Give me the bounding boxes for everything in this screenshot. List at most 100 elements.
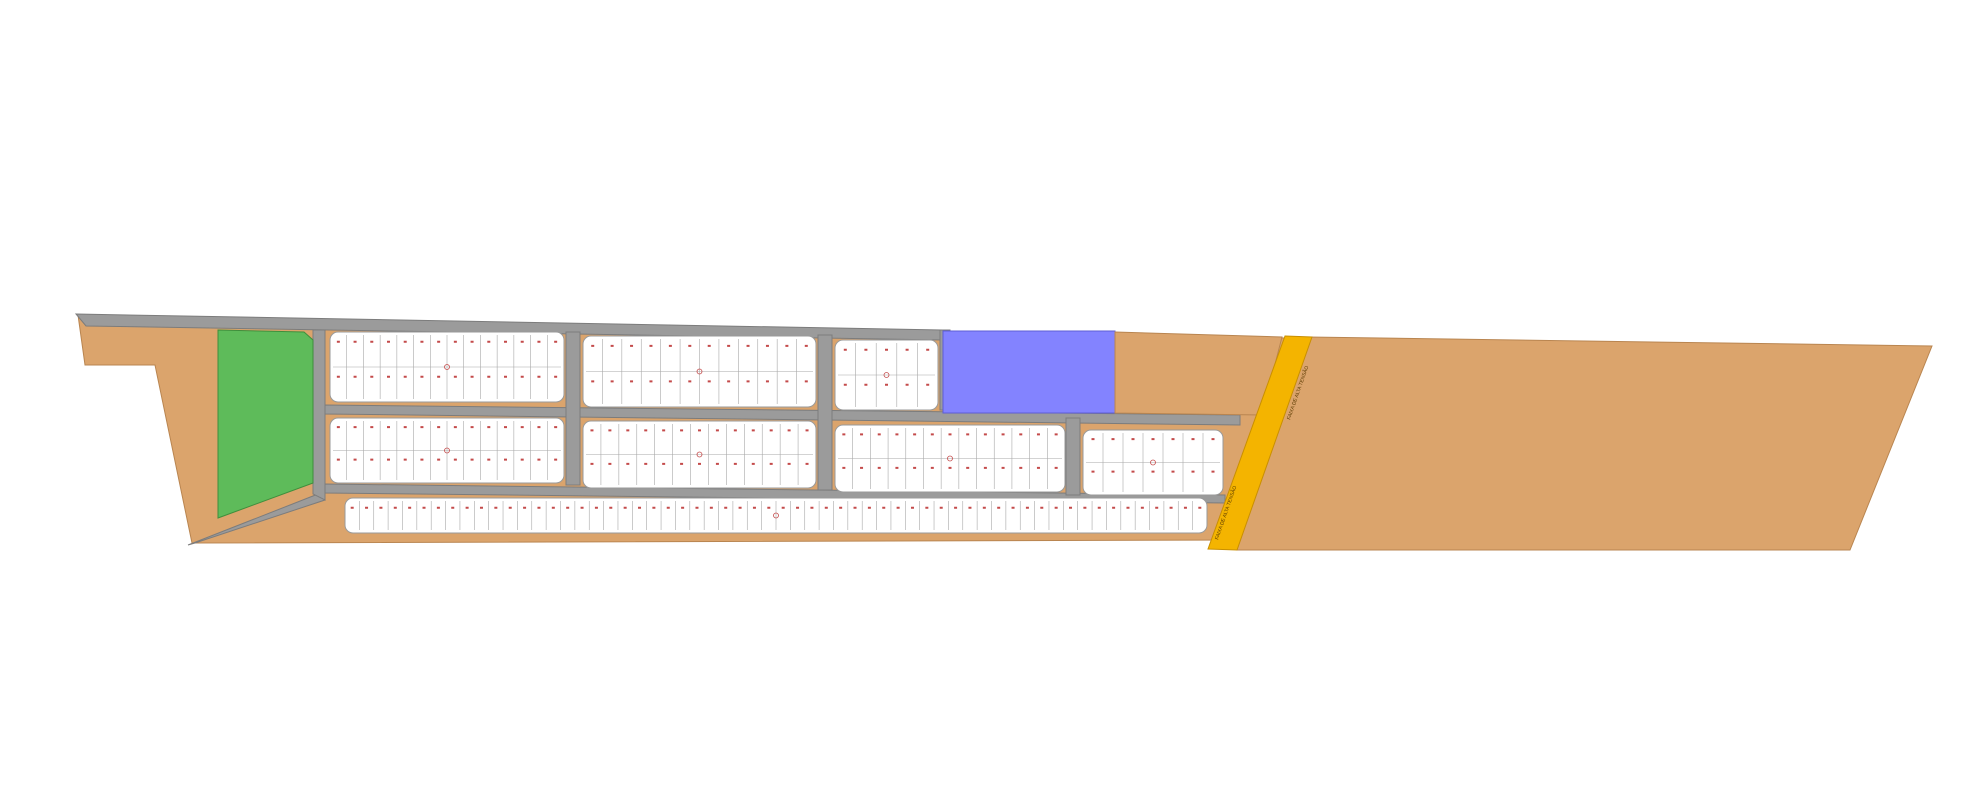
lot-marker: [336, 375, 340, 378]
lot-marker: [370, 375, 374, 378]
lot-marker: [1040, 506, 1044, 509]
lot-marker: [626, 462, 630, 465]
lot-marker: [983, 466, 987, 469]
lot-block: [329, 331, 565, 403]
lot-marker: [824, 506, 828, 509]
lot-marker: [1091, 438, 1095, 441]
lot-marker: [864, 348, 868, 351]
lot-marker: [926, 383, 930, 386]
lot-marker: [537, 426, 541, 429]
lot-marker: [610, 380, 614, 383]
lot-marker: [930, 433, 934, 436]
lot-marker: [465, 506, 469, 509]
lot-marker: [453, 458, 457, 461]
lot-marker: [982, 506, 986, 509]
lot-marker: [453, 340, 457, 343]
lot-marker: [804, 380, 808, 383]
lot-marker: [554, 426, 558, 429]
lot-marker: [365, 506, 369, 509]
lot-marker: [1191, 438, 1195, 441]
lot-marker: [707, 380, 711, 383]
road-connector-3: [1065, 417, 1081, 496]
lot-marker: [910, 506, 914, 509]
lot-marker: [733, 462, 737, 465]
lot-marker: [751, 429, 755, 432]
lot-marker: [877, 466, 881, 469]
lot-marker: [554, 458, 558, 461]
lot-marker: [1111, 470, 1115, 473]
lot-marker: [698, 429, 701, 432]
lot-marker: [805, 429, 809, 432]
lot-marker: [520, 458, 524, 461]
lot-marker: [877, 433, 881, 436]
lot-marker: [680, 429, 684, 432]
lot-marker: [1083, 506, 1087, 509]
lot-marker: [630, 344, 634, 347]
lot-marker: [843, 383, 847, 386]
lot-marker: [885, 348, 888, 351]
lot-marker: [796, 506, 800, 509]
high-voltage-easement: [1207, 335, 1313, 551]
lot-marker: [393, 506, 397, 509]
lot-marker: [1054, 433, 1058, 436]
lot-marker: [353, 426, 357, 429]
lot-marker: [537, 340, 541, 343]
lot-marker: [387, 458, 390, 461]
lot-marker: [520, 426, 524, 429]
lot-marker: [594, 506, 598, 509]
lot-marker: [370, 340, 374, 343]
lot-marker: [353, 375, 357, 378]
lot-marker: [785, 344, 789, 347]
lot-marker: [420, 458, 424, 461]
lot-marker: [580, 506, 584, 509]
lot-marker: [487, 458, 491, 461]
lot-marker: [487, 340, 491, 343]
lot-marker: [652, 506, 656, 509]
lot-marker: [520, 375, 524, 378]
lot-marker: [437, 375, 441, 378]
lot-marker: [350, 506, 354, 509]
lot-marker: [1025, 506, 1029, 509]
lot-marker: [746, 380, 750, 383]
lot-marker: [470, 340, 474, 343]
lot-marker: [353, 458, 357, 461]
lot-marker: [479, 506, 483, 509]
lot-marker: [925, 506, 929, 509]
lot-marker: [997, 506, 1001, 509]
lot-marker: [860, 433, 864, 436]
block-center-marker: [444, 364, 450, 370]
road-left-vertical: [312, 329, 326, 501]
block-center-marker: [444, 447, 450, 454]
lot-marker: [537, 458, 541, 461]
lot-marker: [781, 506, 785, 509]
lot-marker: [839, 506, 843, 509]
lot-marker: [1131, 438, 1135, 441]
lot-marker: [1198, 506, 1202, 509]
lot-marker: [680, 462, 684, 465]
lot-marker: [420, 426, 424, 429]
lot-marker: [1171, 470, 1175, 473]
lot-marker: [688, 344, 692, 347]
lot-marker: [1151, 470, 1155, 473]
lot-marker: [843, 348, 847, 351]
road-connector-1: [565, 331, 581, 486]
lot-marker: [1112, 506, 1116, 509]
lot-marker: [926, 348, 930, 351]
lot-marker: [422, 506, 426, 509]
lot-marker: [751, 462, 755, 465]
lot-marker: [1131, 470, 1135, 473]
lot-marker: [403, 375, 407, 378]
lot-marker: [387, 340, 390, 343]
reserve-area-right: [1236, 336, 1933, 551]
green-area: [217, 329, 314, 519]
lot-marker: [470, 458, 474, 461]
lot-marker: [895, 433, 899, 436]
lot-marker: [554, 340, 558, 343]
lot-block: [582, 420, 817, 489]
lot-marker: [1126, 506, 1130, 509]
lot-marker: [403, 426, 407, 429]
lot-marker: [437, 340, 441, 343]
lot-marker: [966, 466, 970, 469]
lot-marker: [895, 466, 899, 469]
